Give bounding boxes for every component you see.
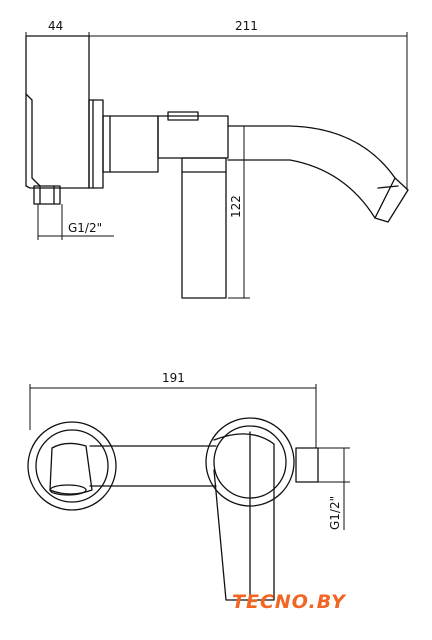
lever-top [213, 433, 275, 601]
dim-211-label: 211 [235, 19, 258, 33]
brand-logo: TECNO.BY [232, 591, 347, 613]
thread-top-label: G1/2" [328, 496, 342, 530]
wall-box-bevel [25, 93, 33, 101]
aerator-top [49, 484, 87, 496]
dim-122-label: 122 [229, 195, 243, 218]
spout-rosette-outer [27, 421, 117, 511]
spout [227, 125, 396, 219]
wall-box-inner [31, 99, 41, 187]
inlet-top [295, 447, 319, 483]
lever-handle [181, 157, 227, 299]
thread-side-label: G1/2" [68, 221, 102, 235]
spout-rosette-inner [35, 429, 109, 503]
spout-aerator [374, 177, 409, 223]
inlet-connector [33, 185, 61, 205]
wall-box [25, 35, 90, 189]
mixer-body [102, 115, 159, 173]
dim-191-label: 191 [162, 371, 185, 385]
spout-tip-line [377, 185, 399, 189]
handle-base [157, 115, 229, 159]
side-view: 44 211 122 G1/2" [25, 19, 409, 299]
spout-tip [49, 442, 93, 495]
handle-cap [167, 111, 199, 121]
top-view: 191 G1/2" [27, 371, 350, 601]
spout-body [89, 445, 217, 487]
dim-44-label: 44 [48, 19, 63, 33]
flange-plate [88, 99, 104, 189]
